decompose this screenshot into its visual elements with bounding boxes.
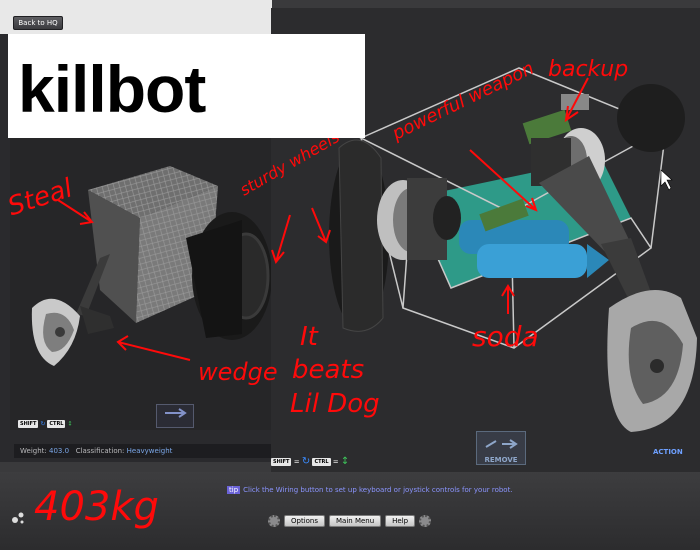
- updown-arrow-icon: ↕: [67, 420, 73, 428]
- options-button[interactable]: Options: [284, 515, 326, 527]
- left-key-hints: SHIFT ↻ CTRL ↕: [18, 420, 72, 432]
- action-label: ACTION: [653, 448, 683, 456]
- right-window: SHIFT = ↻ CTRL = ↕ REMOVE ACTION: [271, 8, 700, 472]
- annotation-it-beats-lil-dog: It beats Lil Dog: [290, 322, 380, 419]
- weapon-arm: [539, 156, 697, 432]
- gear-icon: [268, 515, 280, 527]
- annotation-weight: 403kg: [34, 484, 159, 530]
- right-wheel: [329, 139, 389, 332]
- annotation-backup: backup: [548, 57, 628, 82]
- torque-tool-button[interactable]: [156, 404, 194, 428]
- annotation-steal: Steal: [4, 173, 77, 222]
- weight-label: Weight:: [20, 447, 47, 455]
- gear-icon-right: [419, 515, 432, 527]
- tip-text: Click the Wiring button to set up keyboa…: [243, 486, 513, 494]
- wrench-icon: [485, 439, 518, 449]
- remove-button[interactable]: REMOVE: [476, 431, 526, 465]
- menu-bar: Options Main Menu Help: [268, 513, 434, 529]
- ctrl-key: CTRL: [312, 458, 331, 466]
- help-button[interactable]: Help: [385, 515, 416, 527]
- right-robot-viewport[interactable]: [271, 8, 700, 472]
- key-hints: SHIFT = ↻ CTRL = ↕: [271, 456, 350, 467]
- left-status-bar: Weight: 403.0 Classification: Heavyweigh…: [14, 444, 272, 458]
- banner-title: killbot: [18, 52, 206, 126]
- left-ctrl-key: CTRL: [47, 420, 66, 428]
- annotation-wedge: wedge: [198, 358, 278, 386]
- updown-arrow-icon: ↕: [340, 456, 350, 467]
- left-wheel: [186, 212, 272, 340]
- title-banner: killbot: [8, 34, 365, 138]
- left-shift-key: SHIFT: [18, 420, 39, 428]
- weight-value: 403.0: [48, 447, 70, 455]
- mouse-pointer-icon: [660, 169, 673, 191]
- remove-label: REMOVE: [484, 456, 518, 464]
- tip-label: tip: [227, 486, 241, 494]
- back-to-hq-button[interactable]: Back to HQ: [13, 16, 63, 30]
- settings-cluster-icon[interactable]: [10, 511, 26, 525]
- shift-key: SHIFT: [271, 458, 292, 466]
- annotation-powerful-weapon: powerful weapon: [388, 58, 537, 145]
- classification-label: Classification:: [75, 447, 125, 455]
- annotation-soda: soda: [472, 320, 539, 353]
- rotate-icon: ↻: [40, 420, 46, 428]
- rotate-icon: ↻: [301, 456, 311, 467]
- classification-value: Heavyweight: [126, 447, 173, 455]
- main-menu-button[interactable]: Main Menu: [329, 515, 382, 527]
- motor: [377, 178, 461, 260]
- wedge-assembly: [31, 254, 114, 366]
- left-robot-viewport[interactable]: [10, 138, 272, 430]
- annotation-arrows: [57, 77, 589, 361]
- bottom-bar: [0, 472, 700, 550]
